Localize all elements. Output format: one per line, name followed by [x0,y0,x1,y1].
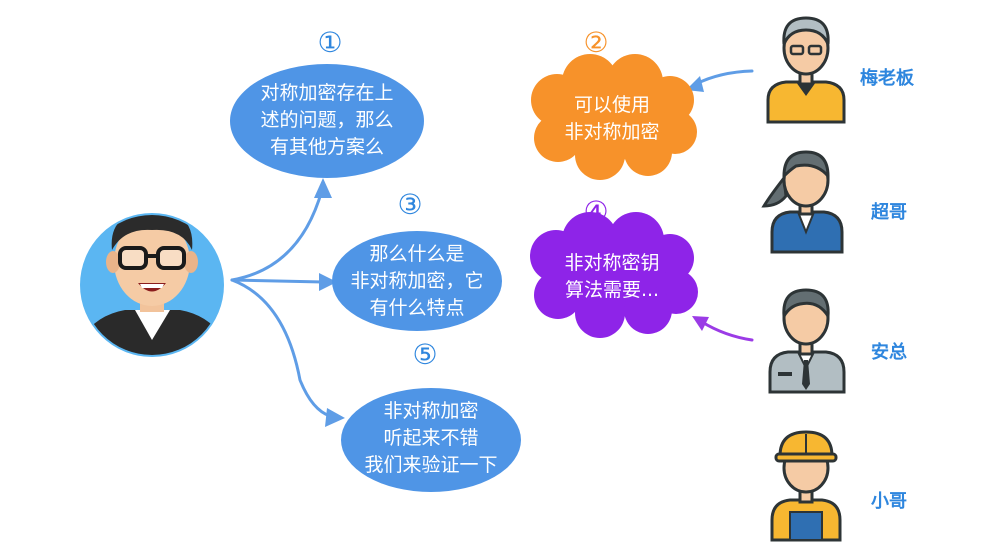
cloud-4-line-2: 算法需要... [564,279,660,301]
bubble-step-1 [230,64,424,178]
bubble-5-line-2: 听起来不错 [383,427,479,449]
bubble-5-text: 非对称加密 听起来不错 我们来验证一下 [351,398,511,479]
step-number-5: ⑤ [412,338,438,371]
arrow-from-boss [694,69,754,86]
cloud-2-text: 可以使用 非对称加密 [542,92,682,146]
cloud-2-line-1: 可以使用 [573,94,650,116]
worker-avatar-icon [770,430,842,542]
cloud-4-text: 非对称密钥 算法需要... [542,250,682,304]
step-number-3: ③ [397,188,423,221]
bubble-1-line-2: 述的问题，那么 [260,109,394,131]
bubble-step-5 [341,388,521,492]
bubble-3-text: 那么什么是 非对称加密，它 有什么特点 [337,241,497,322]
step-number-4: ④ [583,195,609,228]
person-label-boss: 梅老板 [860,68,914,89]
bubble-1-line-3: 有其他方案么 [269,136,384,158]
woman-avatar-icon [761,150,844,254]
bubble-1-line-1: 对称加密存在上 [260,82,394,104]
person-label-chaoge: 超哥 [871,202,907,223]
arrowhead-down-right [325,408,345,427]
cloud-step-4 [530,212,698,338]
arrowhead-up [314,178,332,198]
bubble-5-line-1: 非对称加密 [383,400,479,422]
bubble-5-line-3: 我们来验证一下 [364,454,498,476]
step-number-2: ② [583,26,609,59]
cloud-4-line-1: 非对称密钥 [564,252,660,274]
person-label-xiaoge: 小哥 [871,491,907,512]
bubble-3-line-2: 非对称加密，它 [350,270,484,292]
bubble-3-line-1: 那么什么是 [369,243,465,265]
boss-avatar-icon [766,16,846,124]
cloud-2-line-2: 非对称加密 [564,121,660,143]
speaker-arrows [230,188,332,418]
cloud-step-2 [531,54,697,180]
step-number-1: ① [317,26,343,59]
speaker-avatar-icon [80,213,224,357]
person-label-anzong: 安总 [871,342,907,363]
bubble-3-line-3: 有什么特点 [369,297,465,319]
arrowhead-to-cloud-4 [692,316,709,331]
manager-avatar-icon [768,288,846,394]
bubble-step-3 [332,231,502,331]
arrow-from-manager [700,320,754,342]
bubble-1-text: 对称加密存在上 述的问题，那么 有其他方案么 [247,80,407,161]
arrowhead-right [319,273,337,291]
